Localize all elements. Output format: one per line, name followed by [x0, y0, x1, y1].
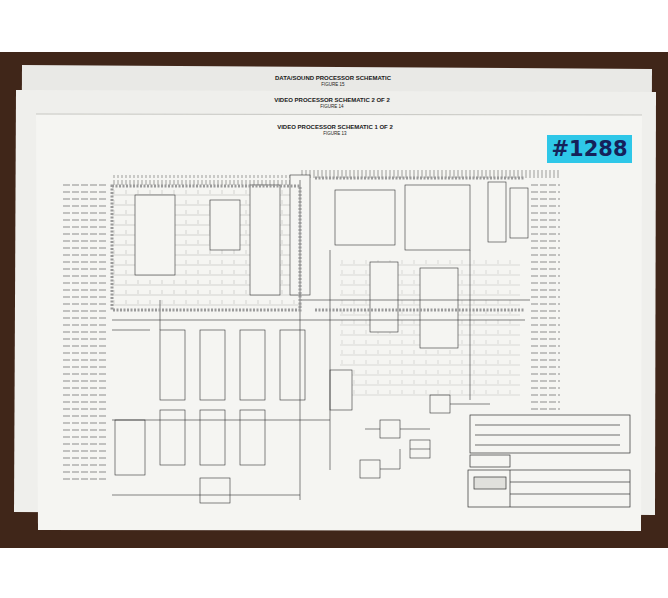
figure-number: FIGURE 15 — [14, 82, 652, 88]
sheet-title: VIDEO PROCESSOR SCHEMATIC 1 OF 2 — [30, 124, 640, 131]
inventory-number: #1288 — [547, 135, 632, 163]
sticky-note: #1288 — [547, 135, 632, 163]
schematic-sheet: VIDEO PROCESSOR SCHEMATIC 1 OF 2FIGURE 1… — [30, 115, 640, 530]
sheet-title: DATA/SOUND PROCESSOR SCHEMATIC — [14, 75, 652, 82]
sheet-title: VIDEO PROCESSOR SCHEMATIC 2 OF 2 — [8, 97, 656, 104]
figure-number: FIGURE 14 — [8, 104, 656, 110]
